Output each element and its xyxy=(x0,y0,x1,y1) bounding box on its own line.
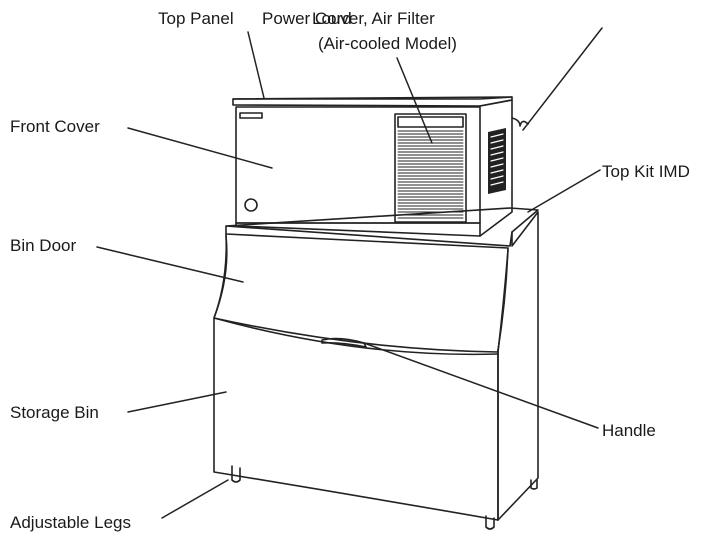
leader-louver xyxy=(396,57,433,144)
bin-side-face xyxy=(497,211,539,521)
label-bin-door: Bin Door xyxy=(10,236,77,255)
bin-top-lip xyxy=(225,207,539,247)
front-knob xyxy=(244,198,258,212)
side-vent xyxy=(488,128,506,194)
side-vent-slats xyxy=(490,133,504,186)
side-vent-slat xyxy=(490,157,504,162)
leader-lines xyxy=(96,27,603,519)
label-louver-air-filter: Louver, Air Filter xyxy=(312,9,435,28)
side-vent-slat xyxy=(490,145,504,150)
adjustable-leg-left xyxy=(231,465,241,483)
leader-front-cover xyxy=(127,127,273,169)
adjustable-leg-right xyxy=(485,515,495,530)
label-front-cover: Front Cover xyxy=(10,117,100,136)
ice-maker-unit xyxy=(232,96,529,237)
leader-top-panel xyxy=(247,31,265,99)
side-vent-slat xyxy=(490,139,504,144)
leader-top-kit xyxy=(527,169,601,213)
side-vent-slat xyxy=(490,133,504,138)
label-top-kit-imd: Top Kit IMD xyxy=(602,162,690,181)
louver-frame xyxy=(394,113,467,223)
label-top-panel: Top Panel xyxy=(158,9,234,28)
side-vent-slat xyxy=(490,163,504,168)
label-power-cord: Power Cord xyxy=(262,9,352,28)
label-storage-bin: Storage Bin xyxy=(10,403,99,422)
label-air-cooled-model: (Air-cooled Model) xyxy=(318,34,457,53)
side-vent-slat xyxy=(490,181,504,186)
leader-handle xyxy=(363,342,599,429)
side-vent-slat xyxy=(490,169,504,174)
adjustable-leg-back xyxy=(530,479,538,490)
power-cord xyxy=(511,117,529,127)
front-badge xyxy=(239,112,263,119)
leader-adjustable-legs xyxy=(161,479,229,519)
label-adjustable-legs: Adjustable Legs xyxy=(10,513,131,532)
leader-power-cord xyxy=(522,27,603,131)
storage-bin xyxy=(213,207,539,530)
bin-front-face xyxy=(213,233,509,521)
louver-slats xyxy=(397,130,464,219)
handle xyxy=(321,337,367,348)
side-vent-slat xyxy=(490,175,504,180)
leader-storage-bin xyxy=(127,391,227,413)
side-vent-slat xyxy=(490,151,504,156)
leader-bin-door xyxy=(96,246,244,283)
unit-side-face xyxy=(479,99,513,237)
bin-door xyxy=(213,235,509,353)
label-handle: Handle xyxy=(602,421,656,440)
